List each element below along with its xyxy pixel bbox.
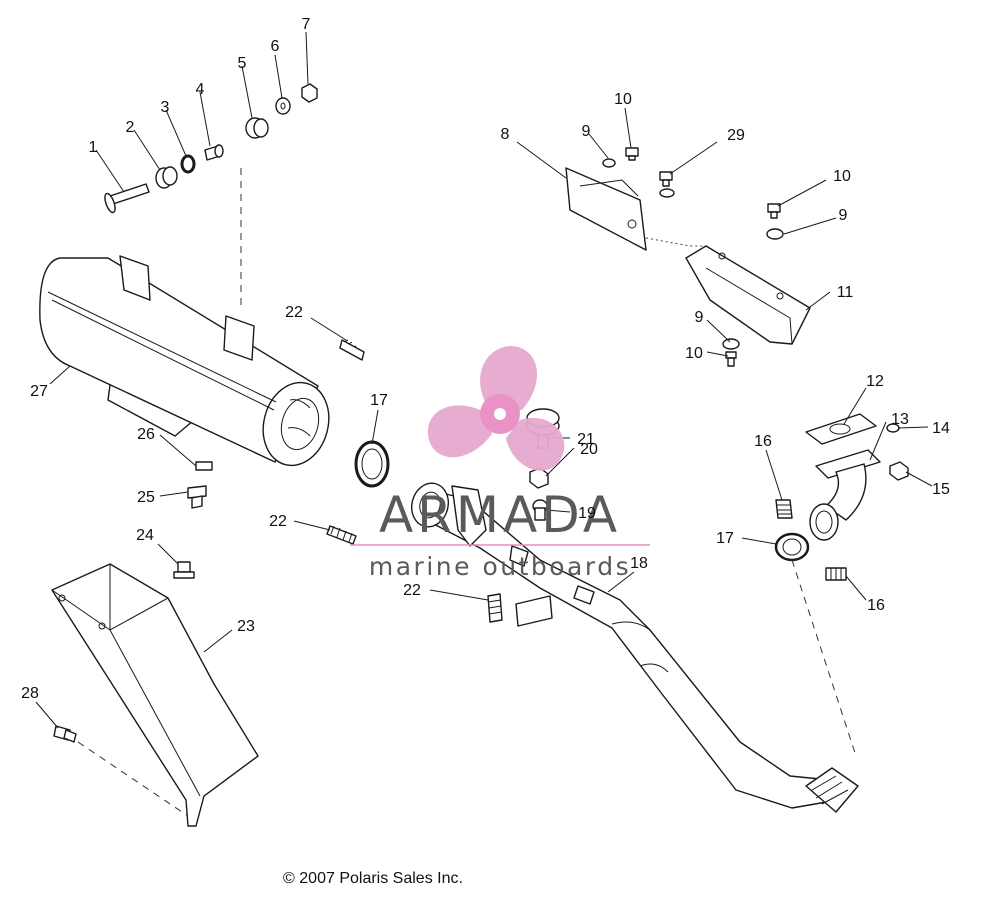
callout-14: 14 bbox=[932, 420, 950, 437]
part-29-screw bbox=[659, 171, 673, 187]
part-10-screw-c bbox=[725, 351, 737, 367]
callout-13: 13 bbox=[891, 411, 909, 428]
callout-16: 16 bbox=[867, 597, 885, 614]
callout-22: 22 bbox=[269, 513, 287, 530]
callout-26: 26 bbox=[137, 426, 155, 443]
part-12-gasket bbox=[805, 413, 877, 445]
part-27-muffler bbox=[39, 255, 330, 467]
callout-15: 15 bbox=[932, 481, 950, 498]
callout-1: 1 bbox=[89, 139, 98, 156]
callout-7: 7 bbox=[302, 16, 311, 33]
part-19-bolt bbox=[532, 499, 548, 521]
part-16-spring-b bbox=[825, 567, 847, 581]
callout-17: 17 bbox=[370, 392, 388, 409]
part-17-gasket-a bbox=[354, 440, 390, 488]
callout-8: 8 bbox=[501, 126, 510, 143]
part-15-nut bbox=[889, 461, 909, 481]
callout-10: 10 bbox=[833, 168, 851, 185]
callout-19: 19 bbox=[578, 505, 596, 522]
part-10-screw-a bbox=[625, 147, 639, 161]
part-4-sleeve bbox=[204, 144, 224, 161]
part-6-washer bbox=[275, 97, 291, 115]
callout-11: 11 bbox=[837, 284, 854, 301]
part-22-spring-c bbox=[487, 593, 503, 623]
callout-22: 22 bbox=[285, 304, 303, 321]
callout-10: 10 bbox=[614, 91, 632, 108]
part-9-washer-d bbox=[722, 338, 740, 350]
propeller-hub-center bbox=[494, 408, 506, 420]
callout-17: 17 bbox=[716, 530, 734, 547]
part-5-grommet bbox=[245, 117, 269, 139]
callout-labels: 1 2 3 4 5 6 7 8 9 10 29 10 9 11 9 10 22 … bbox=[21, 16, 950, 702]
callout-23: 23 bbox=[237, 618, 255, 635]
propeller-blade-right bbox=[506, 417, 565, 471]
leader-lines bbox=[35, 31, 933, 729]
part-1-bolt bbox=[104, 183, 150, 214]
part-24-bolt bbox=[173, 561, 195, 579]
callout-2: 2 bbox=[126, 119, 135, 136]
part-2-grommet bbox=[155, 166, 178, 189]
part-13-elbow-pipe bbox=[809, 449, 881, 541]
callout-24: 24 bbox=[136, 527, 154, 544]
callout-9: 9 bbox=[839, 207, 848, 224]
watermark-name: ARMADA bbox=[379, 486, 621, 544]
callout-27: 27 bbox=[30, 383, 48, 400]
part-20-nut bbox=[529, 467, 549, 489]
callout-4: 4 bbox=[196, 81, 205, 98]
watermark-tagline: marine outboards bbox=[369, 552, 631, 581]
part-18-head-pipe bbox=[411, 482, 859, 813]
part-25-bolt bbox=[187, 485, 207, 509]
part-8-heat-shield bbox=[565, 167, 647, 251]
callout-3: 3 bbox=[161, 99, 170, 116]
part-9-washer-c bbox=[766, 228, 784, 240]
callout-28: 28 bbox=[21, 685, 39, 702]
part-7-nut bbox=[301, 83, 318, 103]
part-26-clip bbox=[195, 461, 213, 471]
part-17-gasket-b bbox=[774, 532, 810, 562]
part-28-screw bbox=[53, 725, 77, 743]
part-23-guard bbox=[51, 563, 259, 827]
propeller-blade-left bbox=[427, 405, 492, 458]
callout-5: 5 bbox=[238, 55, 247, 72]
part-3-ring bbox=[180, 154, 196, 174]
callout-9: 9 bbox=[695, 309, 704, 326]
part-11-bracket bbox=[685, 245, 811, 345]
callout-25: 25 bbox=[137, 489, 155, 506]
part-22-spring-a bbox=[339, 339, 365, 361]
callout-9: 9 bbox=[582, 123, 591, 140]
copyright-notice: © 2007 Polaris Sales Inc. bbox=[283, 870, 463, 887]
callout-18: 18 bbox=[630, 555, 648, 572]
callout-22: 22 bbox=[403, 582, 421, 599]
part-9-washer-b bbox=[659, 188, 675, 198]
part-9-washer-a bbox=[602, 158, 616, 168]
callout-29: 29 bbox=[727, 127, 745, 144]
callout-16: 16 bbox=[754, 433, 772, 450]
callout-12: 12 bbox=[866, 373, 884, 390]
armada-logo bbox=[427, 346, 565, 471]
callout-10: 10 bbox=[685, 345, 703, 362]
callout-21: 21 bbox=[577, 431, 595, 448]
callout-20: 20 bbox=[580, 441, 598, 458]
callout-6: 6 bbox=[271, 38, 280, 55]
part-16-spring-a bbox=[775, 499, 793, 519]
part-10-screw-b bbox=[767, 203, 781, 219]
part-22-spring-b bbox=[326, 525, 357, 545]
propeller-blade-top bbox=[480, 346, 538, 410]
